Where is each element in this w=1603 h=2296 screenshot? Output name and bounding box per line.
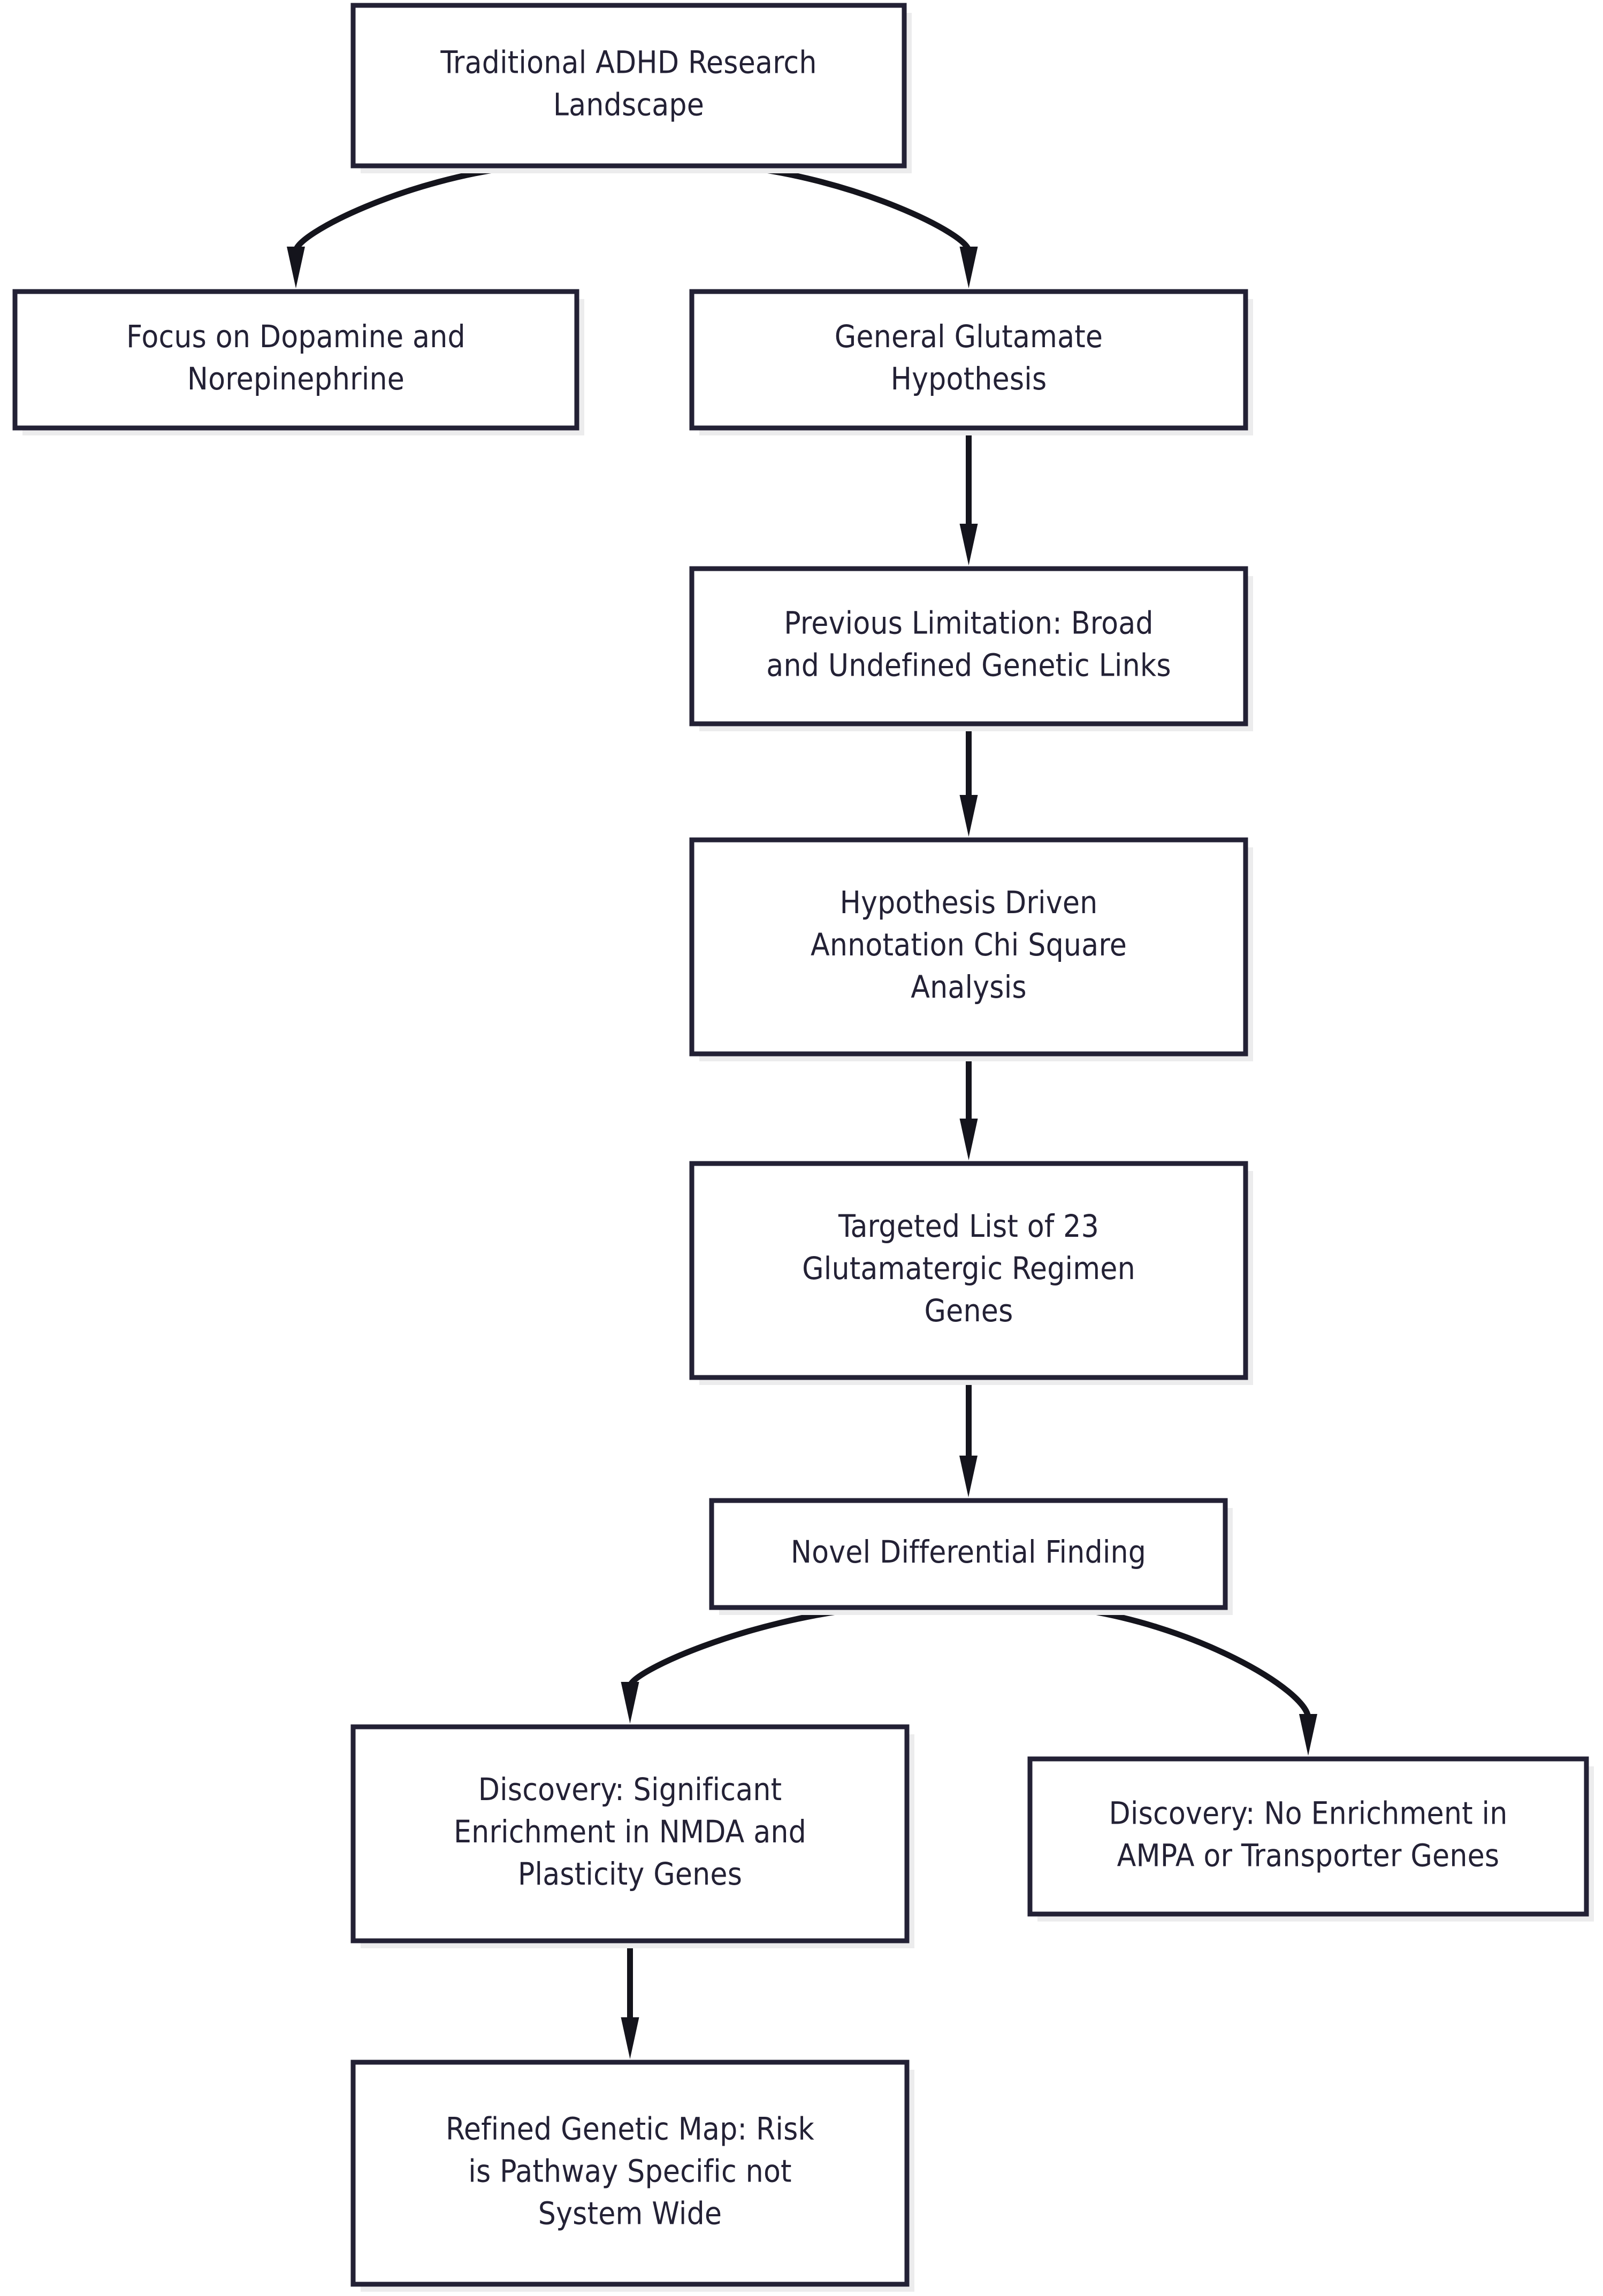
node-refined-map[interactable]: Refined Genetic Map: Risk is Pathway Spec… <box>350 2060 914 2292</box>
node-border[interactable] <box>689 289 1248 431</box>
node-label-line: Focus on Dopamine and <box>126 318 465 355</box>
node-border[interactable] <box>709 1498 1228 1610</box>
edge-novel-to-discovery-nmda <box>621 1604 872 1724</box>
edge-discovery-nmda-to-refined-map <box>621 1941 639 2059</box>
node-label-line: General Glutamate <box>835 318 1103 355</box>
edge-targeted-to-novel <box>959 1377 978 1497</box>
arrowhead-icon <box>621 2017 639 2059</box>
node-label-line: System Wide <box>538 2195 722 2232</box>
node-label-line: Hypothesis Driven <box>840 884 1098 921</box>
node-label-line: Enrichment in NMDA and <box>454 1813 806 1850</box>
edge-line <box>1065 1604 1311 1719</box>
arrowhead-icon <box>959 247 978 288</box>
node-label-line: Glutamatergic Regimen <box>802 1250 1135 1287</box>
edge-novel-to-discovery-ampa <box>1065 1604 1317 1756</box>
node-label-line: Norepinephrine <box>187 361 404 397</box>
node-label-line: is Pathway Specific not <box>468 2153 791 2190</box>
node-label-line: Refined Genetic Map: Risk <box>446 2111 814 2147</box>
arrowhead-icon <box>959 1456 978 1497</box>
node-border[interactable] <box>689 837 1248 1057</box>
node-label: Refined Genetic Map: Risk is Pathway Spec… <box>446 2111 814 2232</box>
node-label-line: Plasticity Genes <box>518 1856 742 1892</box>
edge-traditional-to-dopamine <box>287 163 524 288</box>
node-limitation[interactable]: Previous Limitation: Broad and Undefined … <box>689 566 1253 731</box>
edge-limitation-to-chisquare <box>959 724 978 837</box>
edge-chisquare-to-targeted <box>959 1054 978 1160</box>
node-border[interactable] <box>1027 1756 1589 1917</box>
node-label: Previous Limitation: Broad and Undefined … <box>766 605 1171 684</box>
edge-glutamate-to-limitation <box>959 428 978 565</box>
node-novel[interactable]: Novel Differential Finding <box>709 1498 1233 1615</box>
node-label: Discovery: No Enrichment in AMPA or Trans… <box>1109 1795 1508 1874</box>
arrowhead-icon <box>621 1682 639 1724</box>
node-label-line: Discovery: No Enrichment in <box>1109 1795 1508 1832</box>
node-label-line: Previous Limitation: Broad <box>784 605 1153 641</box>
arrowhead-icon <box>287 247 305 288</box>
edge-traditional-to-glutamate <box>733 163 978 288</box>
node-border[interactable] <box>689 1161 1248 1380</box>
arrowhead-icon <box>1299 1714 1317 1756</box>
node-label-line: Novel Differential Finding <box>791 1534 1146 1570</box>
node-targeted[interactable]: Targeted List of 23 Glutamatergic Regimen… <box>689 1161 1253 1385</box>
node-label-line: Targeted List of 23 <box>838 1208 1099 1244</box>
node-label-line: and Undefined Genetic Links <box>766 647 1171 684</box>
node-border[interactable] <box>689 566 1248 726</box>
node-label-line: Landscape <box>553 87 704 123</box>
node-label-line: Annotation Chi Square <box>811 927 1127 963</box>
node-label-line: Discovery: Significant <box>478 1771 782 1808</box>
node-label: Targeted List of 23 Glutamatergic Regimen… <box>802 1208 1135 1329</box>
node-border[interactable] <box>350 3 907 169</box>
node-border[interactable] <box>12 289 579 431</box>
node-label-line: Hypothesis <box>891 361 1047 397</box>
edge-line <box>627 1604 872 1687</box>
node-label-line: Analysis <box>911 969 1027 1005</box>
arrowhead-icon <box>959 1119 978 1160</box>
arrowhead-icon <box>959 524 978 565</box>
node-border[interactable] <box>350 1724 910 1943</box>
node-label: Novel Differential Finding <box>791 1534 1146 1570</box>
node-label-line: Genes <box>925 1292 1013 1329</box>
node-discovery-ampa[interactable]: Discovery: No Enrichment in AMPA or Trans… <box>1027 1756 1594 1922</box>
edge-line <box>293 163 524 252</box>
arrowhead-icon <box>959 795 978 837</box>
edge-line <box>733 163 972 252</box>
node-label-line: Traditional ADHD Research <box>440 44 816 81</box>
node-label-line: AMPA or Transporter Genes <box>1117 1838 1500 1874</box>
node-border[interactable] <box>350 2060 910 2287</box>
